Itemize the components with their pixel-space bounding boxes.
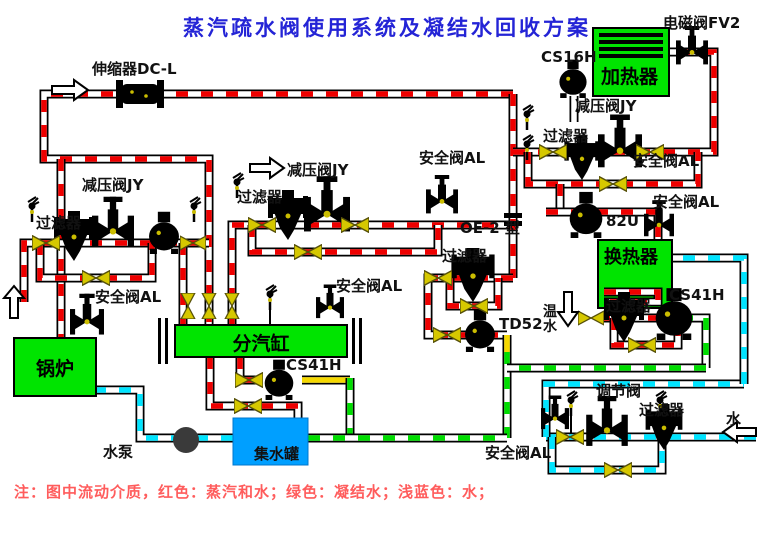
filter-hx-label: 过滤器 — [606, 297, 652, 315]
td52-trap-symbol — [465, 309, 495, 352]
flow-arrow-left-icon — [721, 420, 757, 444]
tank-label: 集水罐 — [254, 445, 300, 463]
shutoff-valve — [201, 293, 217, 319]
warm-water-label: 温水 — [543, 304, 557, 335]
safety-valve-right2-label: 安全阀AL — [653, 193, 720, 211]
filter-bottom-right-label: 过滤器 — [639, 401, 685, 419]
boiler-box — [13, 337, 97, 397]
heater-label: 加热器 — [601, 66, 659, 88]
tank-box — [232, 417, 309, 466]
steam-pipe-mid-bypass — [247, 225, 443, 257]
td52-label: TD52 — [499, 315, 543, 333]
flow-arrow-up-icon — [1, 284, 27, 319]
shutoff-valve — [294, 244, 322, 260]
u82-label: 82U — [606, 212, 640, 230]
steam-pipe-top-main — [39, 89, 513, 325]
shutoff-valve — [180, 235, 206, 251]
steam-pipe-mid-line — [227, 220, 513, 325]
shutoff-valve — [424, 270, 452, 286]
distributor-box — [174, 324, 348, 358]
boiler-label: 锅炉 — [36, 358, 75, 380]
expansion-joint-symbol — [116, 80, 164, 108]
flow-arrow-right-icon — [249, 156, 286, 180]
flow-arrows — [1, 78, 757, 444]
oe2-label: OE-2 型 — [460, 219, 520, 237]
vent-valve-icon — [264, 284, 278, 310]
cs16h-label: CS16H — [541, 48, 597, 66]
safety-valve-left-label: 安全阀AL — [95, 288, 162, 306]
regulating-valve-label: 调节阀 — [596, 382, 642, 400]
safety-valve-mid-label: 安全阀AL — [419, 149, 486, 167]
shutoff-valve — [248, 217, 276, 233]
shutoff-valve — [578, 310, 604, 326]
u82-trap-symbol — [569, 191, 603, 238]
heater-box — [592, 27, 670, 97]
shutoff-valve — [539, 144, 567, 160]
filter-mid-left-label: 过滤器 — [237, 188, 283, 206]
pump-label: 水泵 — [103, 443, 134, 461]
shutoff-valve — [234, 398, 262, 414]
heat-exchanger-label: 换热器 — [604, 247, 658, 268]
reducing-valve-left-label: 减压阀JY — [82, 176, 144, 194]
distributor-label: 分汽缸 — [232, 333, 290, 355]
filter-right-label: 过滤器 — [543, 127, 589, 145]
reducing-valve-right-label: 减压阀JY — [575, 97, 637, 115]
reducing-valve-mid-label: 减压阀JY — [287, 161, 349, 179]
pump-symbol — [173, 427, 199, 453]
oe2-trap-symbol — [504, 213, 522, 226]
shutoff-valve — [599, 176, 627, 192]
shutoff-valve — [604, 462, 632, 478]
safety-valve-mid-symbol — [426, 175, 458, 214]
shutoff-valve — [341, 217, 369, 233]
water-pipe-to-hx — [672, 253, 749, 384]
shutoff-valve — [224, 293, 240, 319]
shutoff-valve — [32, 235, 60, 251]
steam-pipe-left-line — [19, 238, 209, 302]
vent-valve-icon — [188, 196, 202, 222]
legend-note: 注：图中流动介质，红色：蒸汽和水；绿色：凝结水；浅蓝色：水； — [14, 483, 495, 501]
vent-valve-icon — [521, 104, 535, 130]
heater-coil-stripes — [599, 33, 663, 58]
vent-valves — [26, 104, 668, 434]
shutoff-valve — [628, 337, 656, 353]
solenoid-valve-label: 电磁阀FV2 — [663, 14, 741, 32]
water-inlet-label: 水 — [726, 410, 742, 428]
distributor-supports — [158, 318, 362, 364]
filter-mid-label: 过滤器 — [442, 247, 488, 265]
diagram-title: 蒸汽疏水阀使用系统及凝结水回收方案 — [183, 16, 591, 40]
shutoff-valve — [433, 327, 461, 343]
expansion-joint-label: 伸缩器DC-L — [92, 60, 177, 78]
filter-left-label: 过滤器 — [36, 214, 82, 232]
flow-arrow-right-icon — [51, 78, 90, 102]
cs41h-center-label: CS41H — [286, 356, 342, 374]
shutoff-valve — [82, 270, 110, 286]
cs41h-right-label: CS41H — [669, 286, 725, 304]
safety-valve-right1-label: 安全阀AL — [633, 152, 700, 170]
flow-arrow-down-icon — [556, 291, 580, 328]
safety-valve-center-label: 安全阀AL — [336, 277, 403, 295]
safety-valve-bottom-label: 安全阀AL — [485, 444, 552, 462]
shutoff-valve — [235, 372, 263, 388]
